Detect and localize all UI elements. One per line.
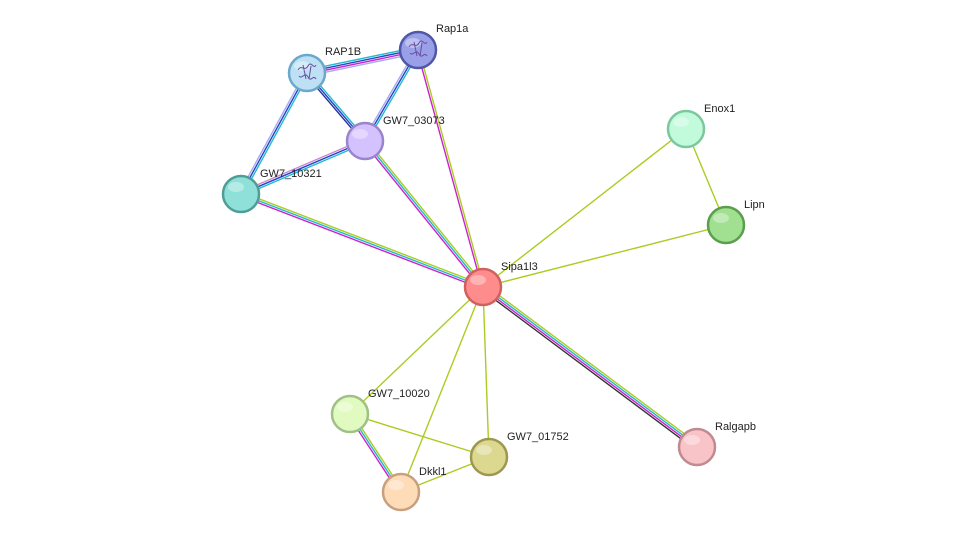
node-label: Rap1a [436,23,469,35]
edge-sipa1l3-ralgapb[interactable] [480,284,700,450]
edge-evidence-line [400,286,484,493]
node-label: Ralgapb [715,421,756,433]
edge-rap1a-sipa1l3[interactable] [416,49,485,288]
node-highlight [228,182,244,192]
node-ralgapb[interactable]: Ralgapb [677,421,756,467]
node-circle[interactable] [381,472,421,512]
edge-evidence-line [241,191,484,286]
node-circle[interactable] [287,53,327,93]
node-rap1b[interactable]: RAP1B [287,46,361,93]
edge-evidence-line [418,49,485,287]
edge-sipa1l3-dkkl1[interactable] [400,286,484,493]
protein-structure-icon [297,63,317,80]
node-circle[interactable] [677,427,717,467]
node-circle[interactable] [666,109,706,149]
node-label: GW7_10020 [368,388,430,400]
edge-evidence-line [240,195,483,290]
edge-enox1-sipa1l3[interactable] [482,128,687,288]
node-circle[interactable] [345,121,385,161]
edge-gw7_03073-gw7_10321[interactable] [239,138,367,197]
edge-evidence-line [239,138,365,193]
edge-sipa1l3-gw7_01752[interactable] [482,286,490,458]
edge-gw7_10321-sipa1l3[interactable] [240,191,484,290]
edge-evidence-line [482,224,727,288]
node-label: Sipa1l3 [501,261,538,273]
edge-evidence-line [241,142,367,197]
node-label: Enox1 [704,103,735,115]
node-label: GW7_01752 [507,431,569,443]
node-circle[interactable] [221,174,261,214]
node-highlight [337,402,353,412]
node-highlight [476,445,492,455]
edge-rap1b-gw7_10321[interactable] [238,71,310,196]
node-label: GW7_10321 [260,168,322,180]
node-dkkl1[interactable]: Dkkl1 [381,466,447,512]
node-highlight [684,435,700,445]
edge-evidence-line [482,128,687,288]
node-highlight [470,275,486,285]
edge-evidence-line [362,141,482,289]
node-highlight [352,129,368,139]
node-circle[interactable] [398,30,438,70]
edge-evidence-line [416,50,483,288]
edge-evidence-line [484,284,700,446]
edge-gw7_10020-gw7_01752[interactable] [349,413,490,458]
edge-evidence-line [240,140,366,195]
node-sipa1l3[interactable]: Sipa1l3 [463,261,538,307]
node-highlight [713,213,729,223]
node-lipn[interactable]: Lipn [706,199,765,245]
node-gw7_10321[interactable]: GW7_10321 [221,168,322,214]
node-enox1[interactable]: Enox1 [666,103,735,149]
edge-evidence-line [482,286,490,458]
edge-evidence-line [366,139,486,287]
node-gw7_01752[interactable]: GW7_01752 [469,431,569,477]
node-circle[interactable] [706,205,746,245]
protein-structure-icon [408,40,428,57]
node-highlight [388,480,404,490]
node-circle[interactable] [469,437,509,477]
edge-sipa1l3-gw7_10020[interactable] [349,286,484,415]
node-label: RAP1B [325,46,361,58]
edge-lipn-sipa1l3[interactable] [482,224,727,288]
edge-evidence-line [240,193,484,288]
node-highlight [673,117,689,127]
node-gw7_10020[interactable]: GW7_10020 [330,388,430,434]
edge-evidence-line [238,71,306,194]
edge-evidence-line [364,140,484,288]
node-rap1a[interactable]: Rap1a [398,23,469,70]
node-label: Dkkl1 [419,466,447,478]
node-gw7_03073[interactable]: GW7_03073 [345,115,445,161]
node-circle[interactable] [330,394,370,434]
node-label: Lipn [744,199,765,211]
edge-evidence-line [349,286,484,415]
edge-evidence-line [349,413,490,458]
edge-evidence-line [240,72,308,195]
edge-evidence-line [242,73,310,196]
node-label: GW7_03073 [383,115,445,127]
edge-evidence-line [483,285,699,447]
edge-evidence-line [480,288,696,450]
node-circle[interactable] [463,267,503,307]
edge-evidence-line [481,287,697,449]
edge-gw7_03073-sipa1l3[interactable] [362,139,486,289]
